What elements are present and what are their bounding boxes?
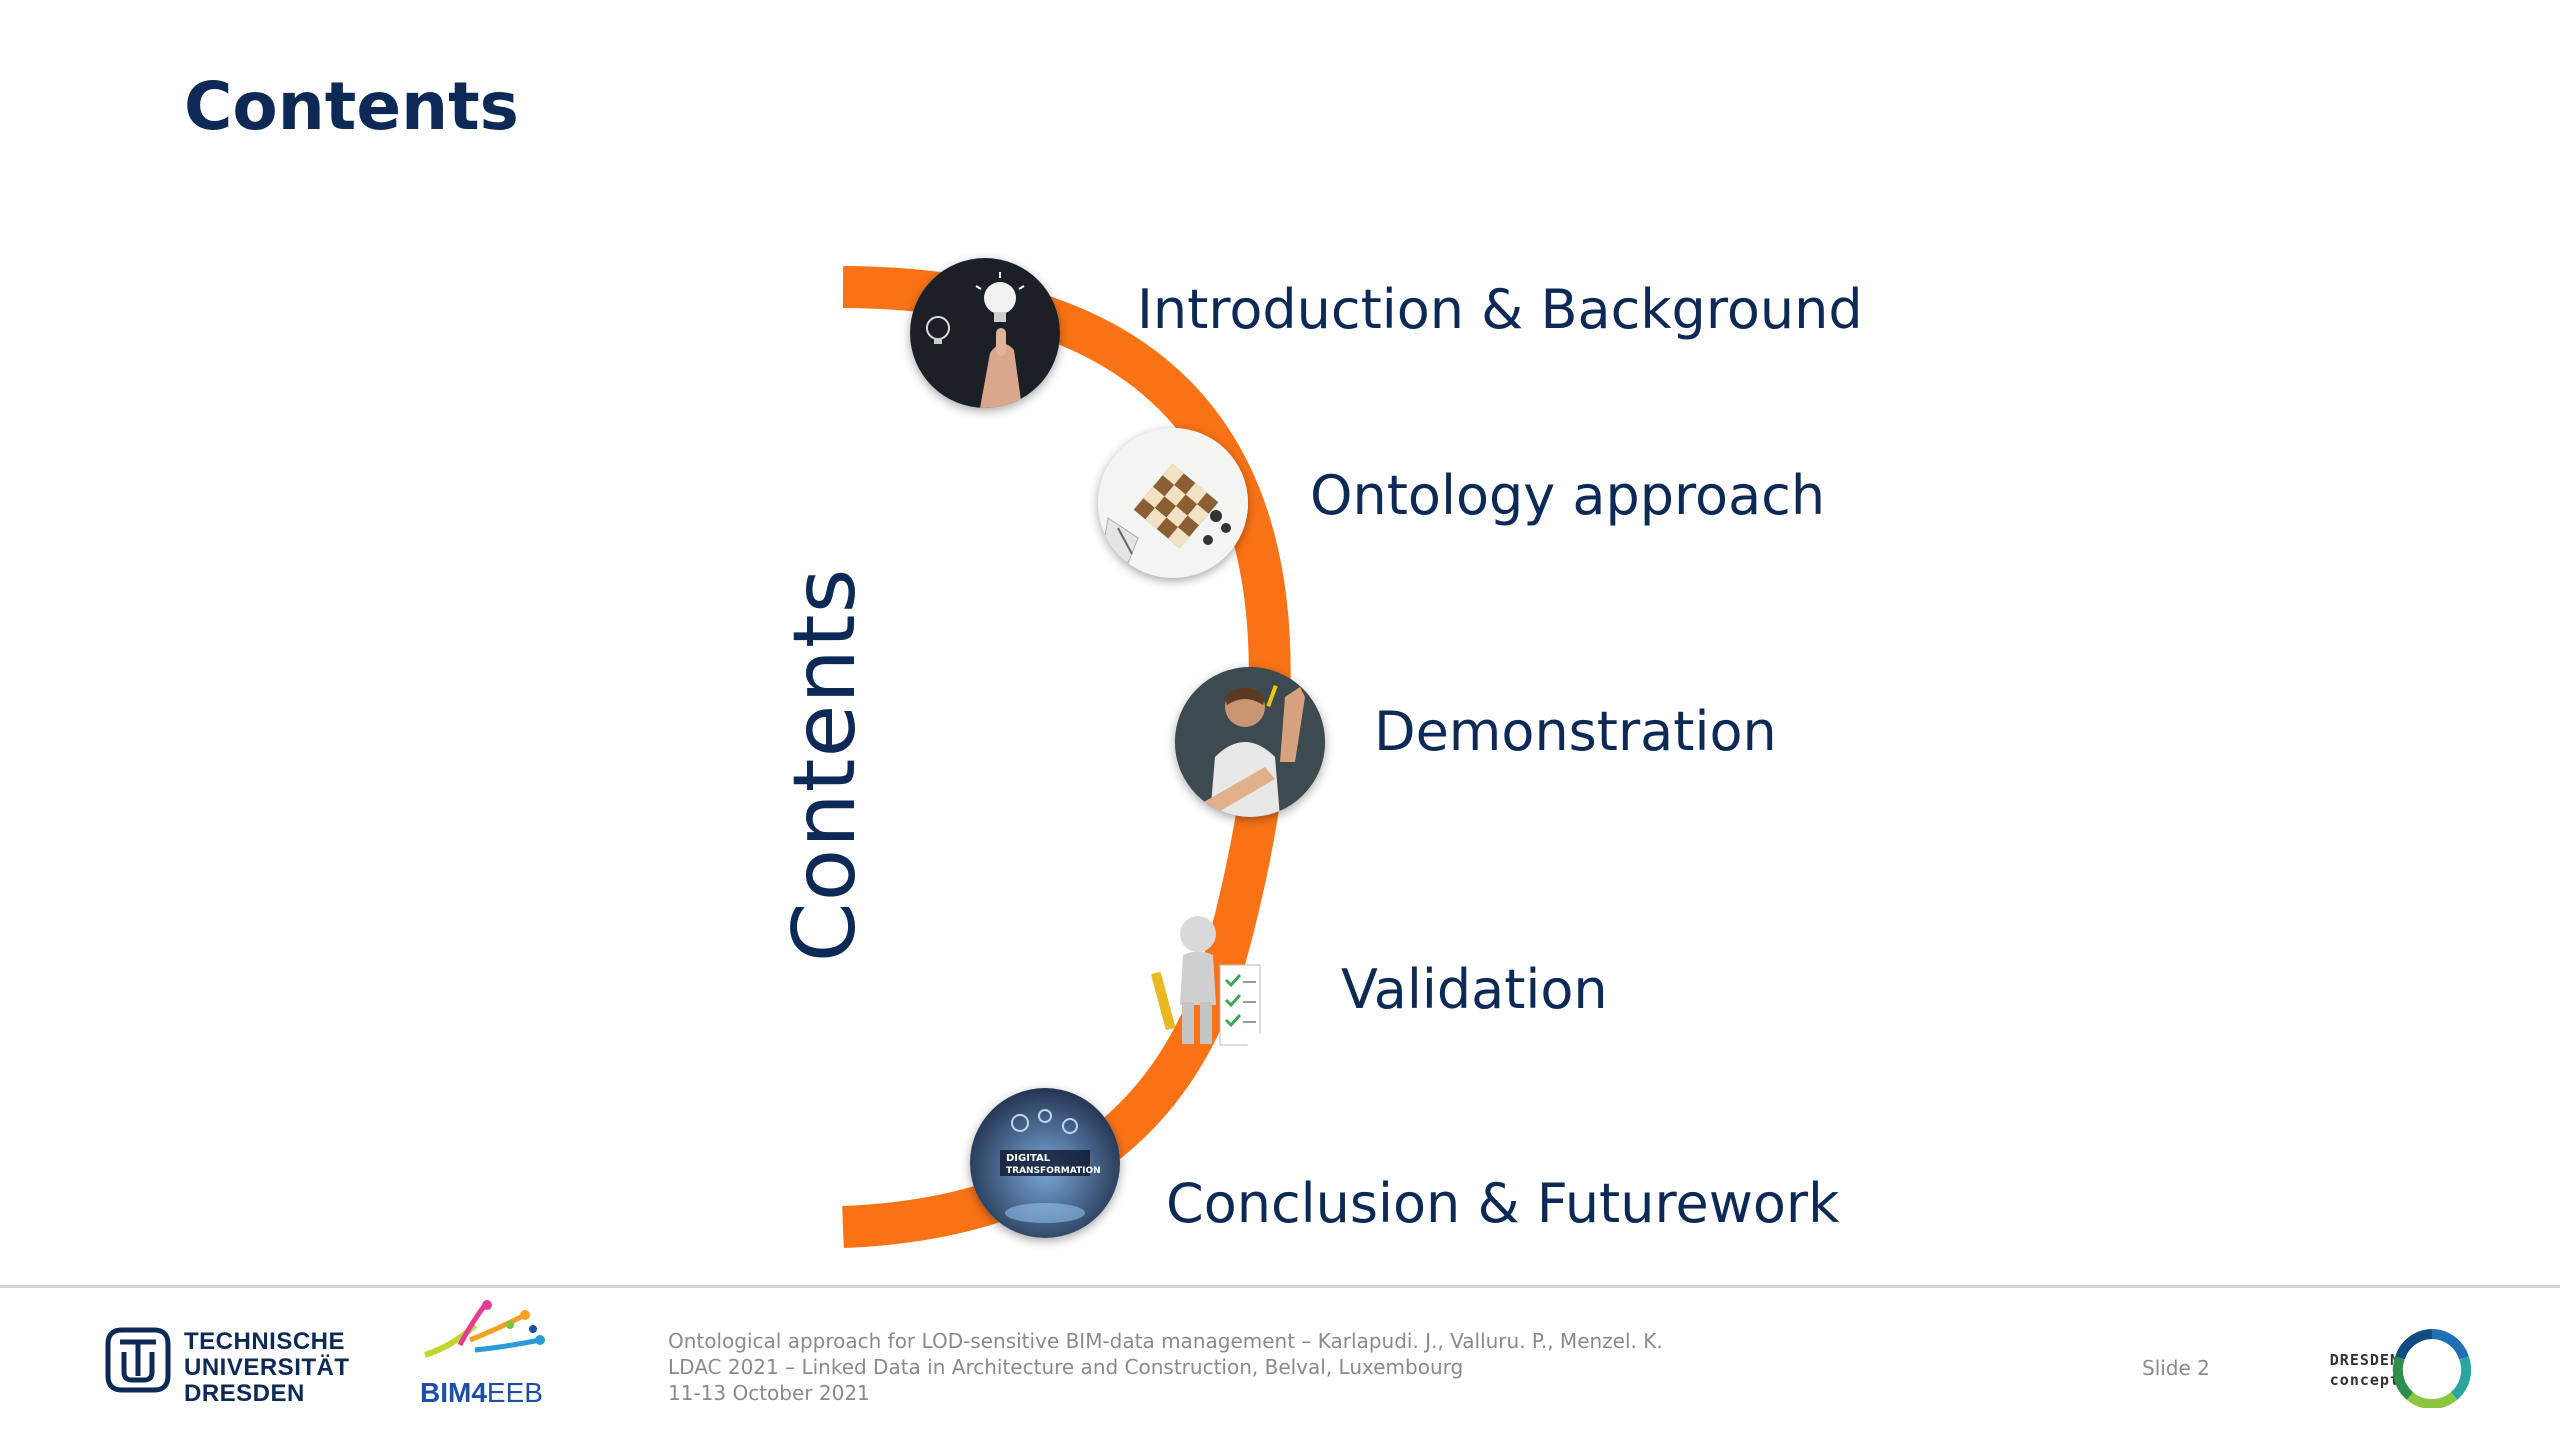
bim-logo-thin: EEB: [487, 1377, 543, 1408]
footer-citation: Ontological approach for LOD-sensitive B…: [668, 1328, 1663, 1406]
footer-divider: [0, 1285, 2560, 1288]
bim4eeb-logo: BIM4EEB: [415, 1295, 565, 1415]
citation-line3: 11-13 October 2021: [668, 1380, 1663, 1406]
bim-logo-bold: BIM4: [420, 1377, 487, 1408]
dresden-concept-line1: DRESDEN: [2300, 1350, 2400, 1370]
vertical-label-text: Contents: [775, 568, 875, 963]
lightbulb-touch-icon: [910, 258, 1060, 408]
chessboard-icon: [1098, 428, 1248, 578]
bim4eeb-tree-icon: [415, 1295, 555, 1375]
tu-dresden-logo: TECHNISCHE UNIVERSITÄT DRESDEN: [100, 1320, 360, 1400]
citation-line1: Ontological approach for LOD-sensitive B…: [668, 1328, 1663, 1354]
agenda-item-ontology: Ontology approach: [1310, 464, 1825, 527]
tu-logo-line1: TECHNISCHE: [184, 1329, 350, 1355]
agenda-item-introduction: Introduction & Background: [1137, 278, 1863, 341]
citation-line2: LDAC 2021 – Linked Data in Architecture …: [668, 1354, 1663, 1380]
dresden-concept-line2: concept: [2300, 1370, 2400, 1390]
agenda-item-conclusion: Conclusion & Futurework: [1166, 1172, 1839, 1235]
digital-transformation-icon: DIGITAL TRANSFORMATION: [970, 1088, 1120, 1238]
vertical-contents-label: Contents: [770, 590, 880, 940]
tu-logo-line3: DRESDEN: [184, 1381, 350, 1407]
checklist-figure-icon: [1128, 910, 1278, 1060]
thumb-transformation-text: TRANSFORMATION: [1006, 1166, 1101, 1176]
slide-number: Slide 2: [2142, 1356, 2210, 1380]
dresden-concept-logo: DRESDEN concept: [2300, 1328, 2480, 1408]
agenda-item-validation: Validation: [1341, 958, 1608, 1021]
dresden-concept-ring-icon: [2392, 1328, 2472, 1408]
tu-dresden-emblem-icon: [102, 1324, 174, 1396]
tu-logo-line2: UNIVERSITÄT: [184, 1355, 350, 1381]
raised-hand-icon: [1175, 667, 1325, 817]
thumb-digital-text: DIGITAL: [1006, 1153, 1051, 1164]
agenda-item-demonstration: Demonstration: [1374, 700, 1777, 763]
